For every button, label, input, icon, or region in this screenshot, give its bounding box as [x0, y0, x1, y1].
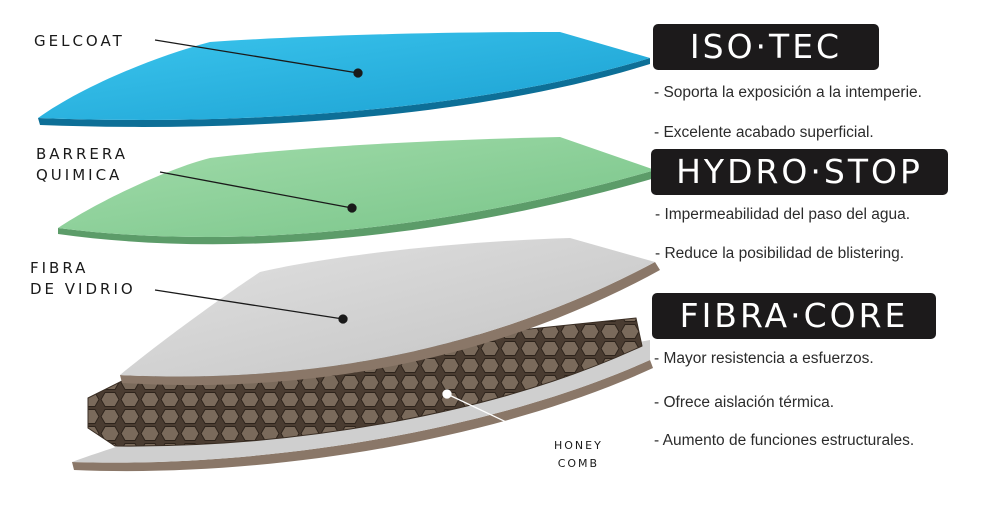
gelcoat-leader-dot	[353, 68, 363, 78]
gelcoat-sheet	[38, 32, 650, 127]
iso-tec-feature: - Soporta la exposición a la intemperie.	[654, 84, 922, 101]
honeycomb-leader-dot	[442, 389, 452, 399]
leader-lines	[154, 39, 541, 439]
fibra-sheet	[120, 238, 660, 386]
honeycomb-core	[87, 317, 643, 447]
honeycomb-label: HONEY COMB	[554, 439, 603, 470]
honeycomb-leader	[446, 393, 541, 439]
fibra-leader-dot	[338, 314, 348, 324]
barrera-sheet	[58, 137, 655, 245]
fibra-core-feature: - Mayor resistencia a esfuerzos.	[654, 350, 874, 367]
barrera-quimica-label: BARRERA QUIMICA	[36, 145, 128, 184]
fibra-core-feature: - Ofrece aislación térmica.	[654, 394, 835, 411]
iso-tec-badge: ISO·TEC	[653, 24, 879, 70]
fibra-core-badge: FIBRA·CORE	[652, 293, 936, 339]
hydro-stop-feature: - Impermeabilidad del paso del agua.	[655, 206, 911, 223]
gelcoat-leader	[154, 39, 359, 74]
hydro-stop-feature: - Reduce la posibilidad de blistering.	[655, 245, 905, 262]
fibra-de-vidrio-label: FIBRA DE VIDRIO	[30, 259, 136, 298]
hydro-stop-badge: HYDRO·STOP	[651, 149, 948, 195]
fibra-leader	[154, 289, 344, 320]
iso-tec-feature: - Excelente acabado superficial.	[654, 124, 874, 141]
barrera-leader	[159, 171, 353, 209]
fibra-core-feature: - Aumento de funciones estructurales.	[654, 432, 915, 449]
barrera-leader-dot	[347, 203, 357, 213]
gelcoat-label: GELCOAT	[34, 32, 125, 50]
